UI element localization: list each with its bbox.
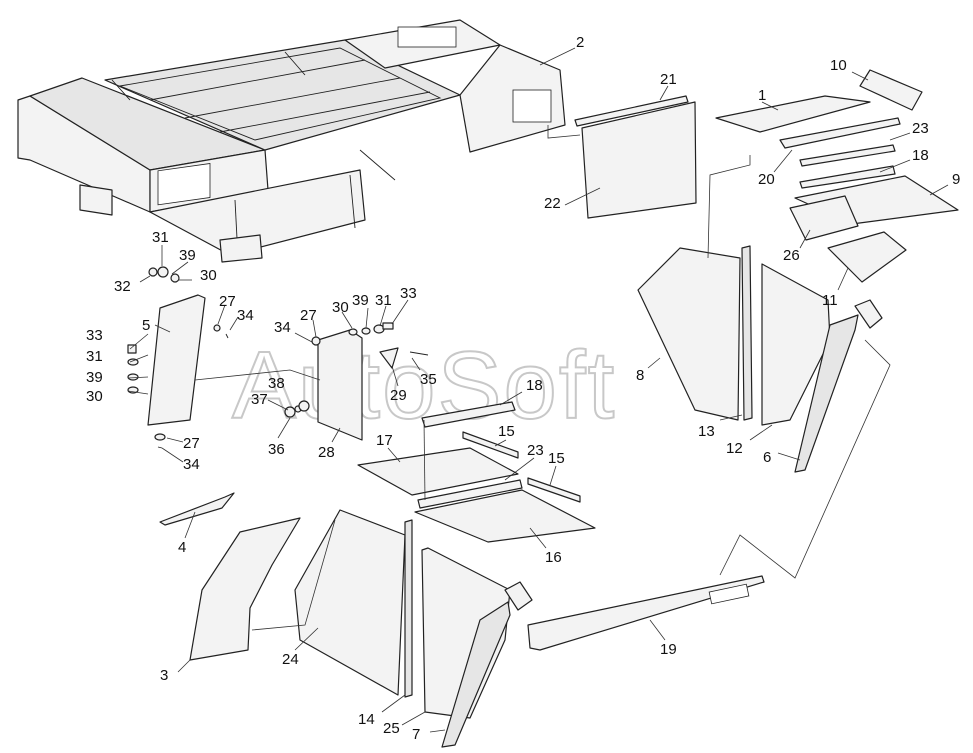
callout-32: 32	[114, 278, 131, 295]
callout-labels: 2 21 1 10 23 20 18 9 22 26 11 31 39 32 3…	[86, 34, 960, 743]
callout-30-mid: 30	[332, 299, 349, 316]
callout-28: 28	[318, 444, 335, 461]
callout-15-a: 15	[498, 423, 515, 440]
callout-27-lower: 27	[183, 435, 200, 452]
callout-6: 6	[763, 449, 771, 466]
callout-19: 19	[660, 641, 677, 658]
part-14-strip	[404, 519, 413, 698]
callout-34-upper: 34	[237, 307, 254, 324]
callout-10: 10	[830, 57, 847, 74]
part-18-strip-top	[799, 165, 896, 189]
callout-33-mid: 33	[400, 285, 417, 302]
part-24-panel	[294, 509, 406, 696]
callout-31-mid: 31	[375, 292, 392, 309]
callout-22: 22	[544, 195, 561, 212]
callout-27-mid: 27	[300, 307, 317, 324]
part-20-strip	[779, 117, 901, 149]
part-5-panel	[147, 294, 206, 426]
part-13-strip	[741, 245, 753, 421]
callout-5: 5	[142, 317, 150, 334]
callout-24: 24	[282, 651, 299, 668]
callout-11: 11	[822, 292, 838, 309]
callout-8: 8	[636, 367, 644, 384]
callout-35: 35	[420, 371, 437, 388]
part-21-strip	[574, 95, 689, 127]
callout-1: 1	[758, 87, 766, 104]
callout-18-top: 18	[912, 147, 929, 164]
callout-17: 17	[376, 432, 393, 449]
callout-16: 16	[545, 549, 562, 566]
callout-37: 37	[251, 391, 268, 408]
callout-31-upper: 31	[152, 229, 169, 246]
callout-18-center: 18	[526, 377, 543, 394]
part-8-side-panel	[637, 247, 741, 421]
part-19-bar	[527, 575, 765, 651]
part-23-strip-top	[799, 144, 896, 167]
leader-lines	[127, 47, 949, 733]
part-15-strip-b	[527, 477, 581, 503]
part-11-plate	[827, 231, 907, 283]
part-2-main-frame	[17, 19, 566, 263]
callout-14: 14	[358, 711, 375, 728]
callout-29: 29	[390, 387, 407, 404]
part-1-plate	[715, 95, 871, 133]
callout-21: 21	[660, 71, 677, 88]
fasteners-left	[127, 344, 166, 449]
part-10-bracket	[859, 69, 923, 111]
callout-12: 12	[726, 440, 743, 457]
callout-30-upper: 30	[200, 267, 217, 284]
callout-23-top: 23	[912, 120, 929, 137]
callout-26: 26	[783, 247, 800, 264]
callout-9: 9	[952, 171, 960, 188]
part-15-strip-a	[462, 431, 519, 459]
part-28-panel	[317, 329, 363, 441]
callout-20: 20	[758, 171, 775, 188]
callout-7: 7	[412, 726, 420, 743]
part-19-slot	[708, 583, 750, 605]
callout-39-upper: 39	[179, 247, 196, 264]
callout-33-left: 33	[86, 327, 103, 344]
part-26-plate	[789, 195, 859, 241]
callout-38: 38	[268, 375, 285, 392]
callout-3: 3	[160, 667, 168, 684]
callout-25: 25	[383, 720, 400, 737]
fasteners-upper	[148, 266, 229, 339]
callout-31-left: 31	[86, 348, 103, 365]
callout-34-mid: 34	[274, 319, 291, 336]
part-6-post	[794, 299, 883, 473]
callout-34-lower: 34	[183, 456, 200, 473]
callout-23-center: 23	[527, 442, 544, 459]
callout-2: 2	[576, 34, 584, 51]
part-23-strip-center	[417, 479, 523, 509]
part-7-post	[441, 581, 533, 748]
callout-36: 36	[268, 441, 285, 458]
part-16-plate	[414, 489, 596, 543]
part-4-bracket	[159, 492, 235, 526]
callout-27-upper: 27	[219, 293, 236, 310]
callout-30-left: 30	[86, 388, 103, 405]
callout-39-mid: 39	[352, 292, 369, 309]
callout-13: 13	[698, 423, 715, 440]
callout-39-left: 39	[86, 369, 103, 386]
callout-4: 4	[178, 539, 186, 556]
callout-15-b: 15	[548, 450, 565, 467]
part-12-panel	[761, 263, 831, 426]
part-3-cover	[189, 517, 301, 661]
